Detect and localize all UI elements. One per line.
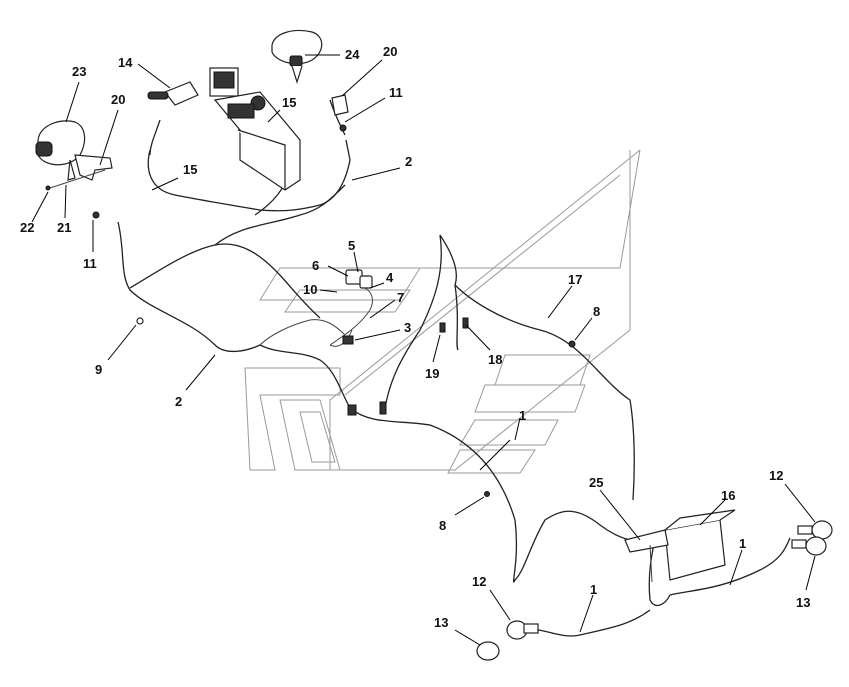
callout-23: 23	[72, 64, 86, 79]
callout-labels: 23 14 24 20 20 15 15 11 11 2 2 22 21 5 6…	[20, 44, 810, 630]
callout-25: 25	[589, 475, 603, 490]
connector-18-icon	[462, 317, 469, 329]
callout-2-top: 2	[405, 154, 412, 169]
work-lamp-top-icon	[271, 29, 323, 85]
grommet-9-icon	[136, 317, 144, 325]
callout-19: 19	[425, 366, 439, 381]
component-parts	[35, 29, 833, 661]
callout-1-right: 1	[739, 536, 746, 551]
clip-8-lower-icon	[484, 491, 490, 497]
callout-1-upper: 1	[519, 408, 526, 423]
callout-7: 7	[397, 290, 404, 305]
callout-21: 21	[57, 220, 71, 235]
license-plate-bracket-icon	[664, 509, 736, 581]
callout-3: 3	[404, 320, 411, 335]
mounting-bracket-icon	[624, 529, 669, 583]
relay-icon	[345, 269, 373, 289]
clip-8-icon	[568, 340, 576, 348]
callout-leaders	[31, 54, 816, 646]
callout-8-lower: 8	[439, 518, 446, 533]
callout-11-left: 11	[83, 256, 97, 271]
callout-13-right: 13	[796, 595, 810, 610]
callout-1-lower: 1	[590, 582, 597, 597]
callout-17: 17	[568, 272, 582, 287]
connector-11-left-icon	[92, 211, 100, 219]
callout-15-harness: 15	[183, 162, 197, 177]
callout-20-top: 20	[383, 44, 397, 59]
callout-6: 6	[312, 258, 319, 273]
multifunction-handle-icon	[147, 81, 199, 106]
lamp-bracket-left-icon	[49, 154, 113, 189]
callout-5: 5	[348, 238, 355, 253]
callout-13-left: 13	[434, 615, 448, 630]
callout-12-left: 12	[472, 574, 486, 589]
callout-11-top: 11	[389, 85, 403, 100]
callout-9: 9	[95, 362, 102, 377]
connector-3-icon	[342, 335, 354, 345]
callout-10: 10	[303, 282, 317, 297]
connector-11-icon	[339, 124, 347, 132]
callout-15-console: 15	[282, 95, 296, 110]
callout-16: 16	[721, 488, 735, 503]
bolt-22-icon	[45, 185, 51, 191]
lamp-bracket-top-icon	[331, 94, 349, 116]
connector-plug-2-icon	[379, 401, 387, 415]
connector-19-icon	[439, 322, 446, 333]
callout-2-bottom: 2	[175, 394, 182, 409]
callout-24: 24	[345, 47, 360, 62]
control-console-icon	[209, 67, 301, 191]
callout-8-right: 8	[593, 304, 600, 319]
rear-lamp-left-icon	[476, 620, 539, 661]
chassis-ghost-outline	[244, 149, 641, 474]
work-lamp-left-icon	[35, 120, 86, 181]
callout-22: 22	[20, 220, 34, 235]
callout-4: 4	[386, 270, 394, 285]
rear-lamp-right-icon	[791, 520, 833, 556]
callout-14: 14	[118, 55, 133, 70]
callout-20-left: 20	[111, 92, 125, 107]
callout-18: 18	[488, 352, 502, 367]
connector-plug-icon	[347, 404, 357, 416]
callout-12-right: 12	[769, 468, 783, 483]
